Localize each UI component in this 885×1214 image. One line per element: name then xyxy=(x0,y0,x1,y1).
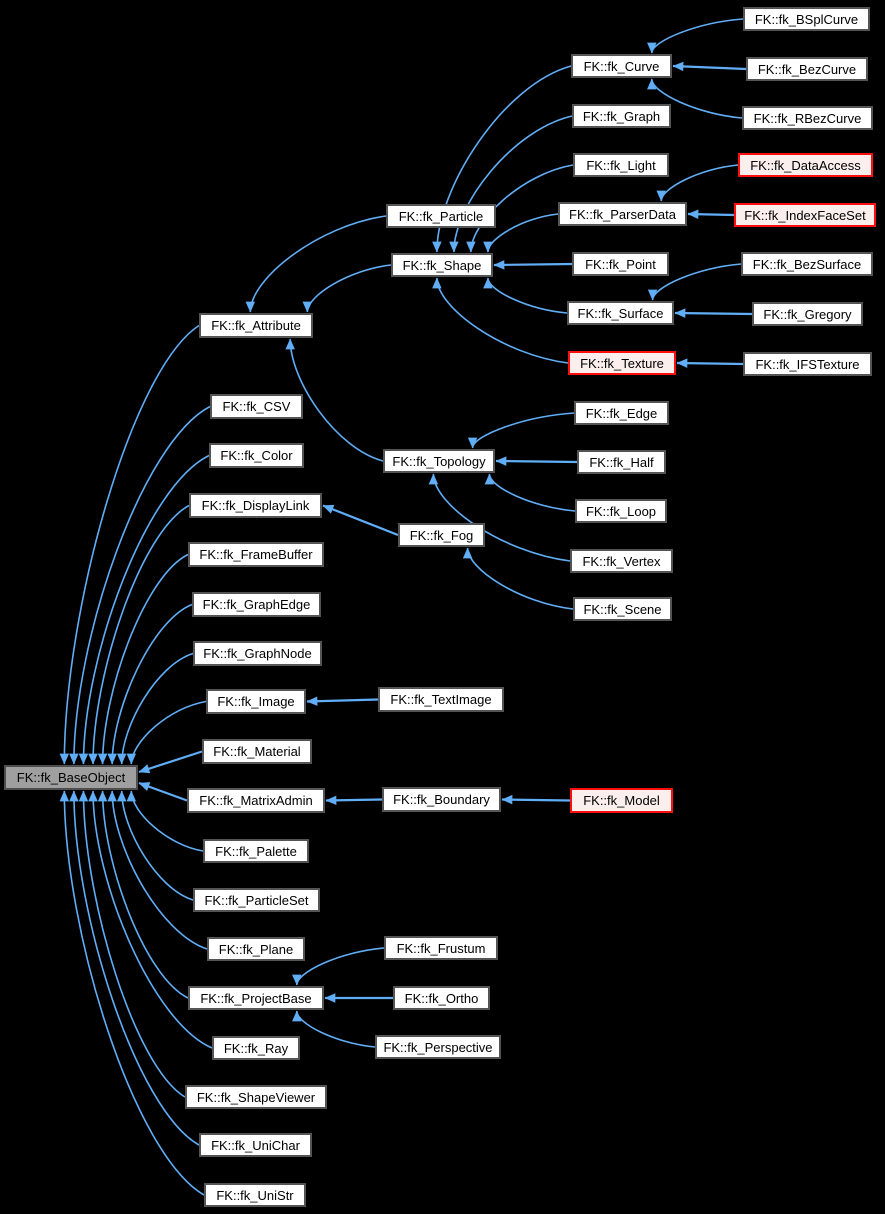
class-node-Palette[interactable]: FK::fk_Palette xyxy=(203,839,309,863)
inheritance-edge-Ray-to-BaseObject xyxy=(88,790,213,1049)
inheritance-edge-GraphNode-to-BaseObject xyxy=(117,652,194,765)
class-node-Vertex[interactable]: FK::fk_Vertex xyxy=(570,549,673,573)
inheritance-edge-IndexFaceSet-to-ParserData xyxy=(687,209,735,219)
class-node-Half[interactable]: FK::fk_Half xyxy=(577,450,666,474)
inheritance-edge-Texture-to-Shape xyxy=(432,277,569,364)
inheritance-edge-Graph-to-Shape xyxy=(449,115,573,253)
inheritance-edge-Light-to-Shape xyxy=(466,164,574,253)
class-node-Shape[interactable]: FK::fk_Shape xyxy=(391,253,493,277)
class-node-ParserData[interactable]: FK::fk_ParserData xyxy=(558,202,687,226)
inheritance-edge-Half-to-Topology xyxy=(495,456,578,466)
inheritance-edge-IFSTexture-to-Texture xyxy=(676,358,744,368)
inheritance-edge-GraphEdge-to-BaseObject xyxy=(107,603,193,765)
inheritance-edge-BezCurve-to-Curve xyxy=(672,61,747,72)
class-node-Image[interactable]: FK::fk_Image xyxy=(206,689,306,714)
inheritance-edge-RBezCurve-to-Curve xyxy=(647,78,743,119)
inheritance-edge-Loop-to-Topology xyxy=(484,473,576,512)
class-node-Curve[interactable]: FK::fk_Curve xyxy=(571,54,672,78)
inheritance-edge-TextImage-to-Image xyxy=(306,696,379,706)
inheritance-edge-BezSurface-to-Surface xyxy=(647,263,742,301)
inheritance-edge-ShapeViewer-to-BaseObject xyxy=(78,790,186,1098)
inheritance-edge-Edge-to-Topology xyxy=(467,412,575,449)
class-node-ShapeViewer[interactable]: FK::fk_ShapeViewer xyxy=(185,1085,327,1109)
inheritance-edge-CSV-to-BaseObject xyxy=(69,405,211,765)
inheritance-edge-Frustum-to-ProjectBase xyxy=(292,947,385,986)
inheritance-edge-Gregory-to-Surface xyxy=(674,308,753,318)
class-node-Gregory[interactable]: FK::fk_Gregory xyxy=(752,302,863,326)
inheritance-edge-Color-to-BaseObject xyxy=(78,454,210,765)
class-node-CSV[interactable]: FK::fk_CSV xyxy=(210,394,303,419)
class-node-GraphEdge[interactable]: FK::fk_GraphEdge xyxy=(192,592,321,617)
class-node-Surface[interactable]: FK::fk_Surface xyxy=(567,301,674,325)
class-node-Light[interactable]: FK::fk_Light xyxy=(573,153,669,177)
class-node-Point[interactable]: FK::fk_Point xyxy=(572,252,669,276)
class-node-IndexFaceSet[interactable]: FK::fk_IndexFaceSet xyxy=(734,203,876,227)
class-node-Loop[interactable]: FK::fk_Loop xyxy=(575,499,667,523)
class-node-Edge[interactable]: FK::fk_Edge xyxy=(574,401,669,425)
class-node-FrameBuffer[interactable]: FK::fk_FrameBuffer xyxy=(188,542,324,567)
class-node-IFSTexture[interactable]: FK::fk_IFSTexture xyxy=(743,352,872,376)
class-node-Color[interactable]: FK::fk_Color xyxy=(209,443,304,468)
inheritance-edge-Topology-to-Attribute xyxy=(285,338,384,462)
inheritance-edge-FrameBuffer-to-BaseObject xyxy=(97,553,189,765)
class-node-BSplCurve[interactable]: FK::fk_BSplCurve xyxy=(743,7,870,31)
inheritance-edge-DisplayLink-to-BaseObject xyxy=(88,504,190,765)
inheritance-edge-Shape-to-Attribute xyxy=(302,264,392,313)
class-node-Ray[interactable]: FK::fk_Ray xyxy=(212,1036,300,1060)
class-node-Scene[interactable]: FK::fk_Scene xyxy=(573,597,672,621)
inheritance-edge-Scene-to-Fog xyxy=(462,547,574,610)
inheritance-edge-BSplCurve-to-Curve xyxy=(647,18,744,54)
inheritance-edge-DataAccess-to-ParserData xyxy=(656,164,739,202)
inheritance-edge-Particle-to-Attribute xyxy=(245,215,387,313)
inheritance-edge-Image-to-BaseObject xyxy=(126,700,207,765)
inheritance-edge-Attribute-to-BaseObject xyxy=(59,324,200,765)
class-node-Model[interactable]: FK::fk_Model xyxy=(570,788,673,813)
inheritance-edge-Fog-to-DisplayLink xyxy=(322,504,399,537)
class-node-BezSurface[interactable]: FK::fk_BezSurface xyxy=(741,252,873,276)
class-node-BezCurve[interactable]: FK::fk_BezCurve xyxy=(746,57,868,81)
inheritance-edge-ParserData-to-Shape xyxy=(483,213,559,253)
class-node-DisplayLink[interactable]: FK::fk_DisplayLink xyxy=(189,493,322,518)
inheritance-edge-Model-to-Boundary xyxy=(501,794,571,805)
inheritance-edge-ProjectBase-to-BaseObject xyxy=(97,790,189,999)
inheritance-edge-Palette-to-BaseObject xyxy=(126,790,204,852)
inheritance-edge-Material-to-BaseObject xyxy=(138,750,203,774)
inheritance-edge-UniStr-to-BaseObject xyxy=(59,790,205,1196)
class-node-Material[interactable]: FK::fk_Material xyxy=(202,739,312,764)
inheritance-edge-Plane-to-BaseObject xyxy=(107,790,208,950)
class-node-TextImage[interactable]: FK::fk_TextImage xyxy=(378,687,504,712)
class-node-MatrixAdmin[interactable]: FK::fk_MatrixAdmin xyxy=(187,788,325,813)
inheritance-edge-ParticleSet-to-BaseObject xyxy=(117,790,194,901)
class-node-Texture[interactable]: FK::fk_Texture xyxy=(568,351,676,375)
class-node-ProjectBase[interactable]: FK::fk_ProjectBase xyxy=(188,986,324,1010)
class-node-BaseObject[interactable]: FK::fk_BaseObject xyxy=(4,765,138,790)
inheritance-edge-Boundary-to-MatrixAdmin xyxy=(325,795,383,806)
class-node-Plane[interactable]: FK::fk_Plane xyxy=(207,937,305,961)
inheritance-edge-Surface-to-Shape xyxy=(483,277,568,314)
inheritance-edge-Vertex-to-Topology xyxy=(428,473,571,562)
class-node-UniStr[interactable]: FK::fk_UniStr xyxy=(204,1183,306,1207)
class-node-Perspective[interactable]: FK::fk_Perspective xyxy=(375,1035,501,1059)
class-node-Ortho[interactable]: FK::fk_Ortho xyxy=(393,986,490,1010)
inheritance-edge-Perspective-to-ProjectBase xyxy=(292,1010,376,1048)
class-node-Frustum[interactable]: FK::fk_Frustum xyxy=(384,936,498,960)
inheritance-edge-Point-to-Shape xyxy=(493,260,573,270)
class-node-Topology[interactable]: FK::fk_Topology xyxy=(383,449,495,473)
inheritance-edge-MatrixAdmin-to-BaseObject xyxy=(138,781,188,802)
class-node-Attribute[interactable]: FK::fk_Attribute xyxy=(199,313,313,338)
class-node-GraphNode[interactable]: FK::fk_GraphNode xyxy=(193,641,322,666)
class-node-Particle[interactable]: FK::fk_Particle xyxy=(386,204,496,228)
class-node-UniChar[interactable]: FK::fk_UniChar xyxy=(199,1133,312,1157)
class-node-Graph[interactable]: FK::fk_Graph xyxy=(572,104,671,128)
class-node-DataAccess[interactable]: FK::fk_DataAccess xyxy=(738,153,873,177)
class-node-ParticleSet[interactable]: FK::fk_ParticleSet xyxy=(193,888,320,912)
inheritance-edge-UniChar-to-BaseObject xyxy=(69,790,200,1146)
class-node-RBezCurve[interactable]: FK::fk_RBezCurve xyxy=(742,106,873,130)
class-node-Boundary[interactable]: FK::fk_Boundary xyxy=(382,787,501,812)
class-node-Fog[interactable]: FK::fk_Fog xyxy=(398,523,485,547)
